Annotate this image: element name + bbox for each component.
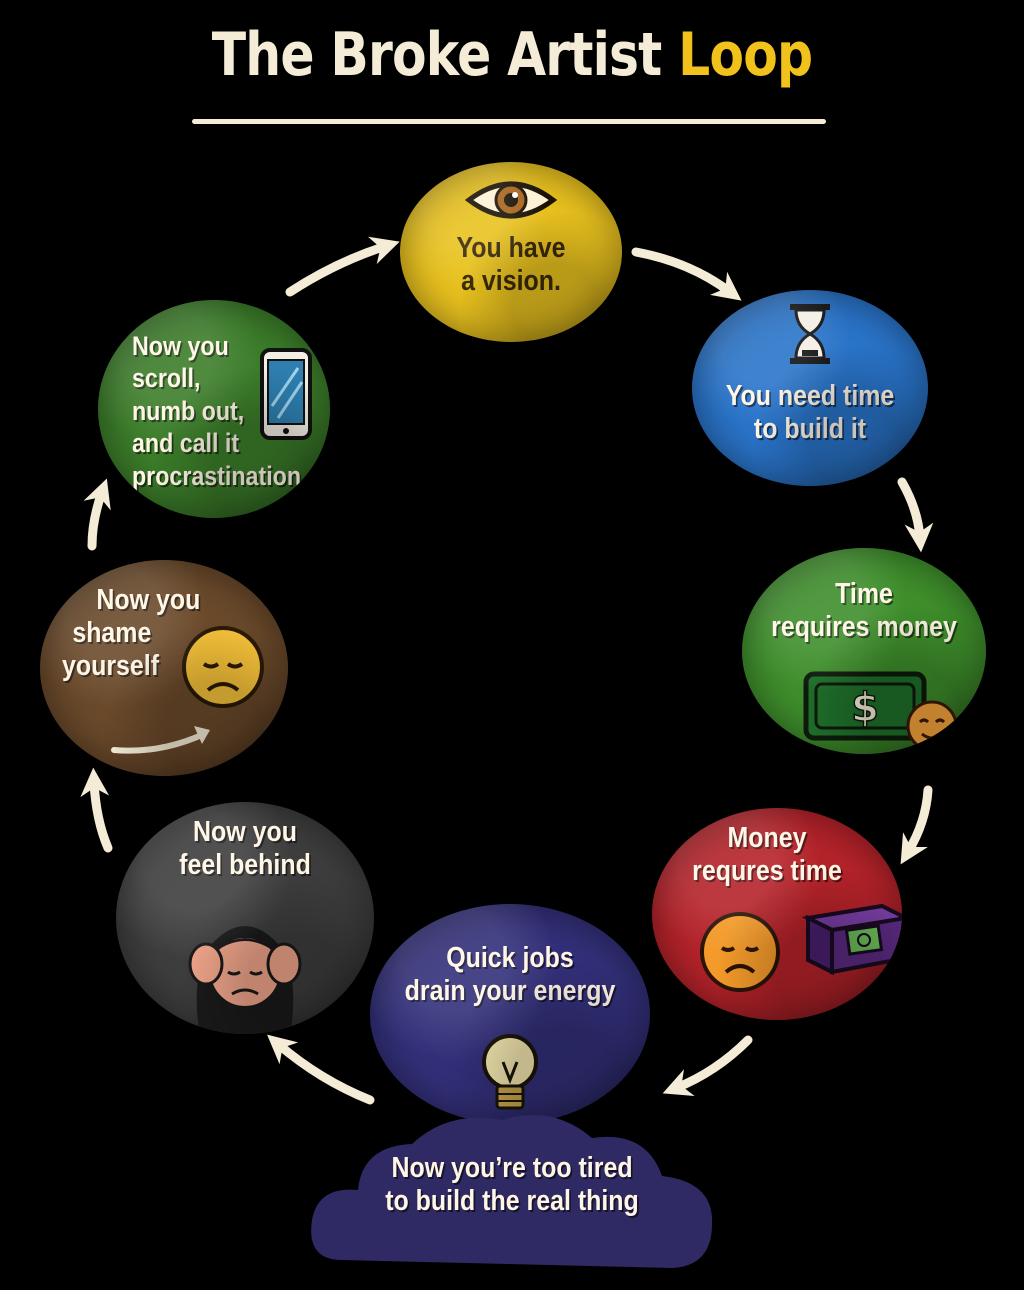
arrow-time-to-money (897, 477, 934, 553)
sad-face-icon (182, 626, 264, 708)
lockbox-icon (802, 903, 902, 976)
arrow-moneytime-to-cloud (662, 1035, 753, 1097)
stressed-person-icon (188, 926, 302, 1034)
page-title: The Broke Artist Loop (211, 20, 813, 90)
step-tired-cloud (311, 1114, 713, 1268)
lightbulb-icon (482, 1034, 538, 1110)
arrow-scroll-to-vision (285, 236, 400, 297)
dollar-bill-icon: $ (803, 671, 958, 752)
arrow-behind-to-shame (80, 767, 113, 853)
smartphone-icon (260, 348, 312, 440)
eye-icon (465, 181, 557, 219)
arrow-shame-to-scroll (83, 478, 111, 551)
sad-face-icon (700, 912, 780, 992)
svg-text:$: $ (851, 685, 879, 731)
title-accent-word: Loop (678, 20, 813, 90)
arrow-vision-to-time (631, 247, 742, 301)
swoosh-arrow-icon (111, 726, 210, 754)
arrow-cloud-to-behind (267, 1034, 375, 1105)
title-underline (192, 119, 826, 124)
hourglass-icon (790, 304, 830, 364)
arrow-money-to-moneytime (900, 785, 933, 865)
